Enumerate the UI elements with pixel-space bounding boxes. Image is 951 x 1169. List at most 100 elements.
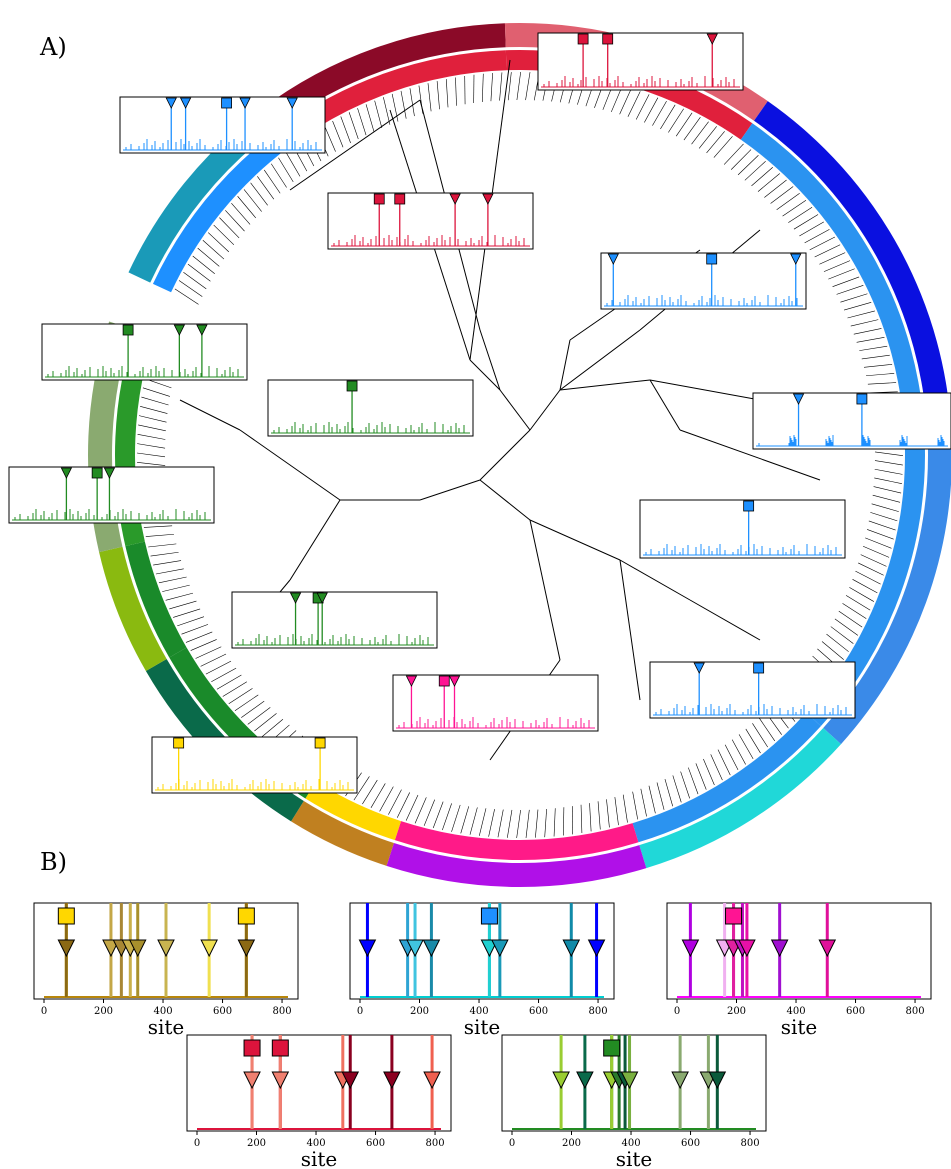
leaf-edge: [859, 345, 888, 351]
inset-spectrum: [639, 499, 846, 559]
leaf-edge: [823, 260, 851, 272]
leaf-edge: [717, 749, 731, 776]
leaf-edge: [842, 603, 867, 619]
leaf-edge: [563, 807, 565, 836]
x-axis-title: site: [616, 1147, 653, 1169]
tree-edge: [559, 339, 571, 391]
tree-edge: [649, 379, 761, 401]
inset-spectrum: [41, 323, 248, 381]
leaf-edge: [782, 199, 807, 217]
inset-triangle-marker: [405, 675, 418, 687]
inset-square-marker: [706, 253, 718, 265]
inset-square-marker: [373, 193, 385, 205]
leaf-edge: [400, 90, 407, 119]
inset-triangle-marker: [449, 193, 461, 205]
leaf-edge: [278, 157, 294, 183]
leaf-edge: [414, 797, 427, 824]
square-marker: [480, 907, 498, 925]
leaf-edge: [874, 451, 904, 456]
inset-triangle-marker: [448, 675, 461, 687]
inset-triangle-marker: [286, 97, 298, 109]
clade-inner-ring: [125, 541, 187, 658]
tree-edge: [679, 429, 821, 481]
leaf-edge: [683, 116, 701, 141]
x-tick-label: 800: [906, 1006, 925, 1017]
leaf-edge: [853, 328, 882, 335]
triangle-marker: [57, 939, 76, 958]
inset-square-marker: [438, 675, 450, 687]
inset-triangle-marker: [607, 253, 619, 265]
inset-frame: [649, 661, 856, 719]
leaf-edge: [190, 639, 217, 651]
leaf-edge: [819, 252, 846, 265]
x-tick-label: 600: [213, 1006, 232, 1017]
leaf-edge: [856, 336, 885, 343]
inset-square-marker: [743, 500, 755, 512]
inset-frame: [537, 32, 744, 91]
leaf-edge: [187, 263, 211, 282]
inset-spectrum: [8, 466, 215, 524]
leaf-edge: [758, 717, 776, 742]
leaf-edge: [285, 151, 301, 177]
x-tick-label: 600: [681, 1138, 700, 1149]
square-marker: [243, 1039, 261, 1057]
leaf-edge: [738, 734, 754, 760]
leaf-edge: [263, 169, 281, 194]
tree-edge: [289, 99, 421, 191]
triangle-marker: [383, 1071, 401, 1090]
leaf-edge: [162, 584, 190, 592]
leaf-edge: [843, 301, 872, 311]
leaf-edge: [165, 592, 194, 601]
x-tick-label: 600: [529, 1006, 548, 1017]
inset-triangle-marker: [316, 592, 328, 604]
inset-spectrum: [151, 736, 358, 794]
leaf-edge: [197, 247, 220, 267]
inset-frame: [639, 499, 846, 559]
leaf-edge: [695, 763, 707, 790]
leaf-edge: [862, 546, 890, 558]
leaf-edge: [158, 576, 187, 584]
leaf-edge: [525, 809, 530, 838]
leaf-edge: [814, 244, 841, 258]
leaf-edge: [867, 382, 897, 385]
leaf-edge: [207, 232, 230, 253]
leaf-edge: [660, 104, 676, 130]
leaf-edge: [706, 131, 725, 154]
leaf-edge: [675, 112, 693, 137]
inset-triangle-marker: [179, 97, 192, 109]
leaf-edge: [141, 396, 169, 406]
triangle-marker: [243, 1071, 261, 1090]
leaf-edge: [863, 363, 893, 368]
leaf-edge: [362, 779, 378, 805]
leaf-edge: [490, 72, 493, 102]
inset-triangle-marker: [103, 467, 116, 479]
leaf-edge: [870, 512, 898, 522]
leaf-edge: [460, 806, 470, 834]
inset-triangle-marker: [60, 467, 73, 479]
inset-frame: [41, 323, 248, 381]
leaf-edge: [788, 207, 813, 223]
leaf-edge: [744, 160, 766, 181]
inset-square-marker: [394, 193, 406, 205]
clade-inner-ring: [632, 712, 821, 843]
leaf-edge: [525, 72, 531, 101]
x-tick-label: 600: [366, 1138, 385, 1149]
triangle-marker: [200, 939, 218, 958]
leaf-edge: [445, 79, 449, 108]
x-axis-title: site: [301, 1147, 338, 1169]
leaf-edge: [348, 112, 359, 140]
tree-edge: [619, 559, 691, 601]
inset-frame: [267, 379, 474, 437]
leaf-edge: [867, 529, 894, 540]
leaf-edge: [861, 354, 890, 360]
leaf-edge: [793, 214, 819, 230]
leaf-edge: [340, 116, 351, 144]
leaf-edge: [855, 570, 881, 585]
inset-triangle-marker: [482, 193, 494, 205]
inset-square-marker: [346, 380, 358, 392]
leaf-edge: [845, 595, 871, 611]
leaf-edge: [213, 224, 235, 246]
leaf-edge: [451, 804, 461, 832]
leaf-edge: [192, 255, 215, 274]
